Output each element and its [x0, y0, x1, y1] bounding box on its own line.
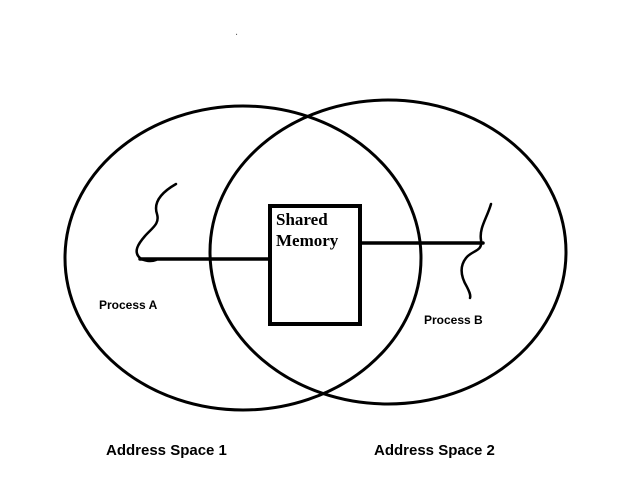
address-space-2-label: Address Space 2 [374, 442, 495, 459]
process-b-squiggle [460, 202, 493, 300]
process-b-label: Process B [424, 313, 483, 327]
address-space-1-label: Address Space 1 [106, 442, 227, 459]
process-a-label: Process A [99, 298, 158, 312]
process-a-squiggle [135, 182, 178, 263]
stray-mark: . [235, 26, 239, 38]
shared-memory-label-line1: Shared [276, 210, 328, 229]
address-space-1-ellipse [63, 104, 423, 412]
address-space-2-ellipse [208, 98, 568, 406]
shared-memory-label: Shared Memory [276, 209, 358, 251]
shared-memory-box [268, 204, 362, 326]
shared-memory-label-line2: Memory [276, 231, 339, 250]
